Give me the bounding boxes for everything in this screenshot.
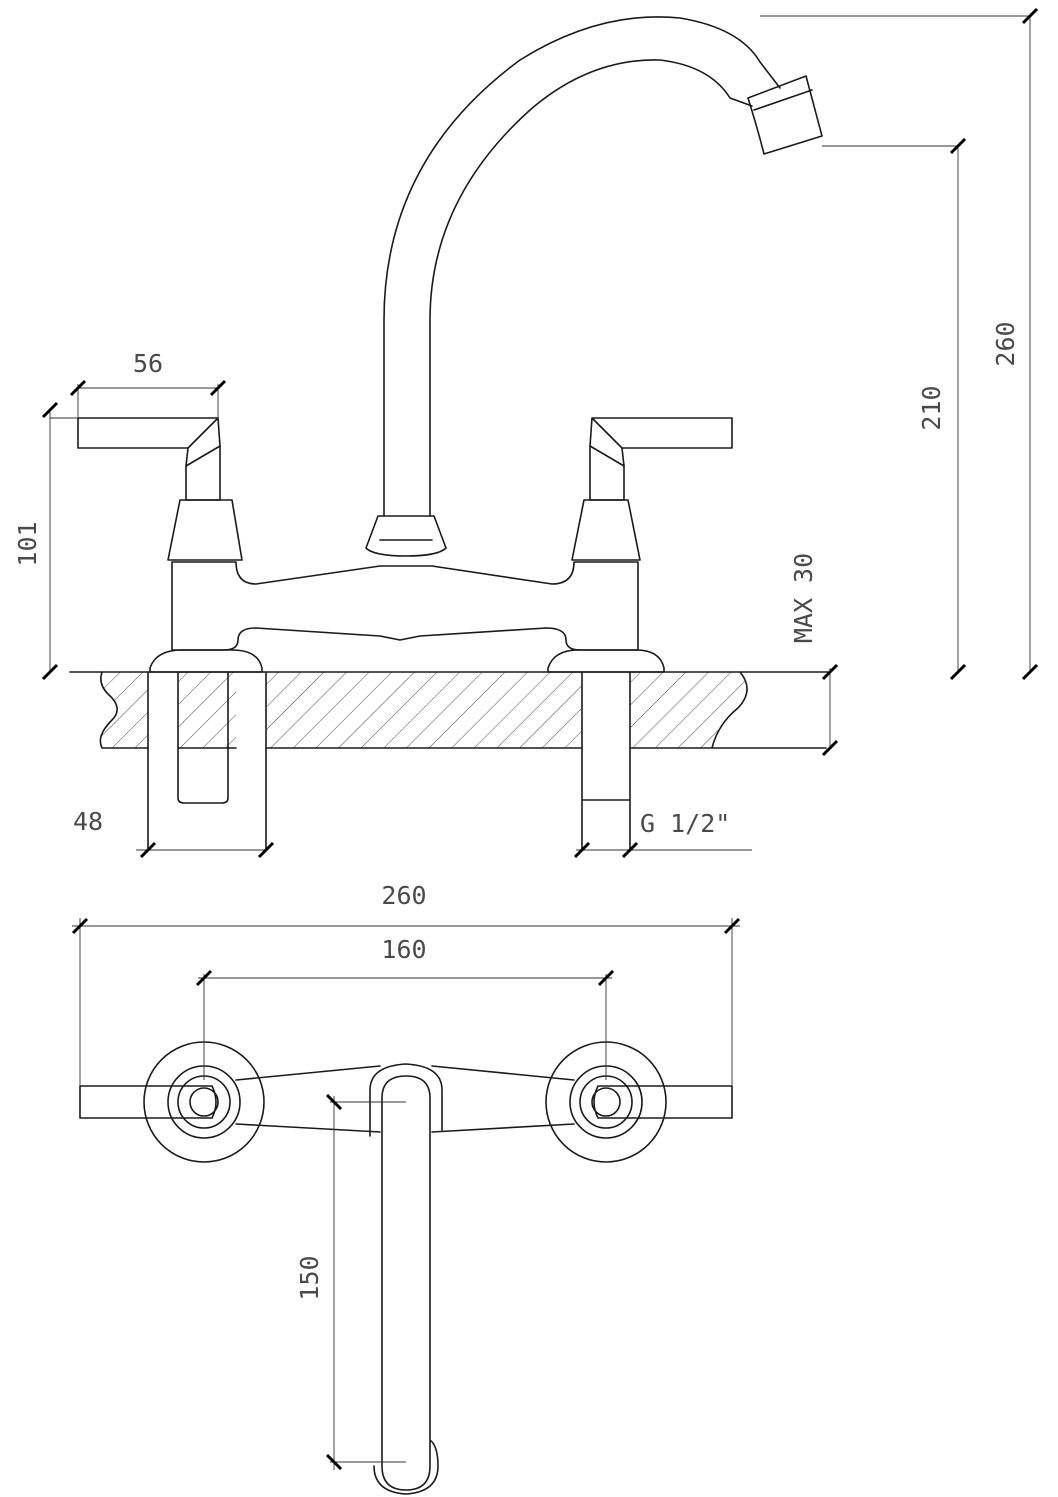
right-lever-handle (589, 417, 733, 467)
left-spindle (185, 445, 221, 501)
plan-extension-lines (79, 918, 733, 1463)
dim-spout-height-max: 260 (991, 321, 1020, 366)
right-spindle (589, 445, 625, 501)
dim-spout-reach: 150 (295, 1255, 324, 1300)
left-headwork (167, 499, 243, 561)
dim-spout-outlet-height: 210 (917, 385, 946, 430)
mixer-body (171, 561, 639, 651)
plan-dimension-ticks (71, 917, 741, 1471)
left-shank (147, 671, 267, 851)
dim-overall-width: 260 (381, 881, 426, 910)
dimension-lines (49, 16, 1031, 851)
plan-spout (369, 1063, 443, 1495)
right-flange (547, 649, 665, 673)
right-headwork (571, 499, 641, 561)
elevation-view: 56 101 210 260 MAX 30 48 G 1/2" (13, 7, 1039, 859)
dim-deck-thickness: MAX 30 (789, 553, 818, 643)
dim-shank-spacing: 48 (73, 807, 103, 836)
dimension-ticks (41, 7, 1039, 859)
left-flange (149, 649, 263, 673)
dim-centres: 160 (381, 935, 426, 964)
deck-hatch (100, 672, 748, 748)
dim-handle-width: 56 (133, 349, 163, 378)
deck-section (69, 671, 831, 749)
deck-outline (69, 671, 831, 749)
dim-connection-thread: G 1/2" (640, 809, 730, 838)
plan-view: 260 160 150 (71, 881, 741, 1495)
plan-bridge (235, 1065, 575, 1133)
right-shank (581, 671, 631, 851)
aerator (747, 75, 823, 155)
swivel-spout (383, 16, 781, 517)
spout-nut (365, 515, 447, 557)
plan-left-valve (79, 1041, 265, 1163)
plan-right-valve (545, 1041, 733, 1163)
dim-handle-height: 101 (13, 521, 42, 566)
plan-dimension-lines (72, 925, 740, 1470)
